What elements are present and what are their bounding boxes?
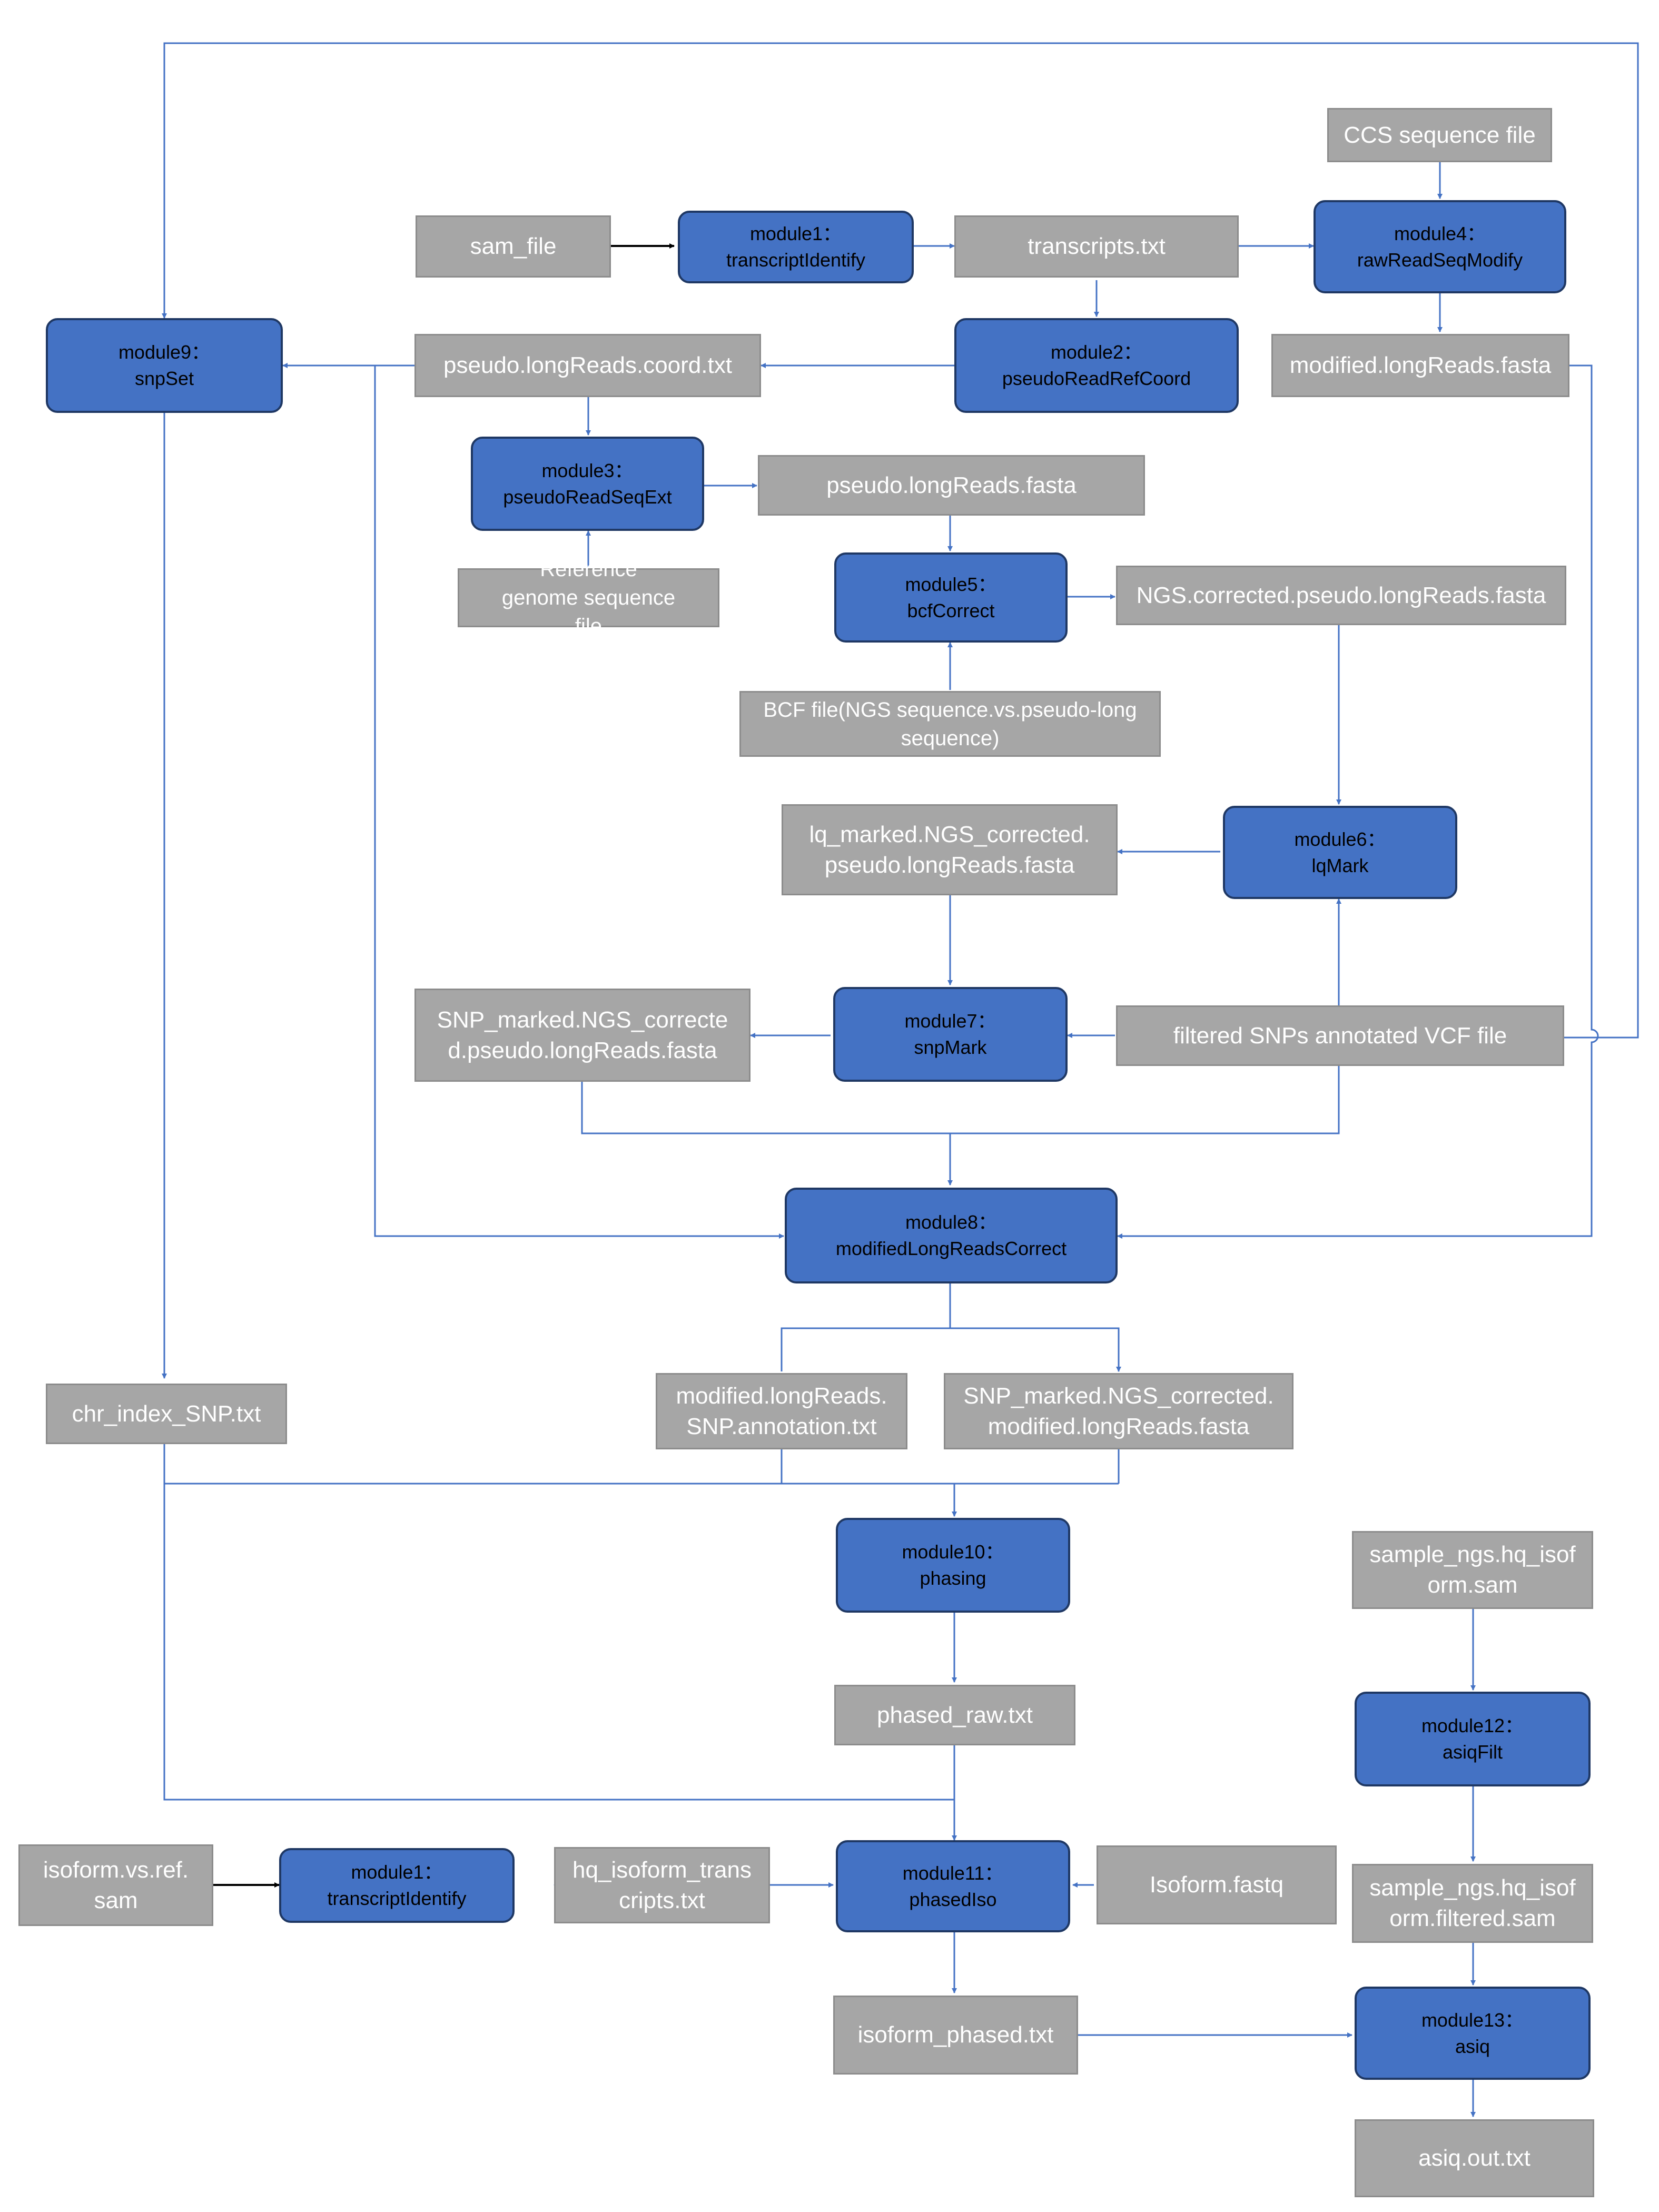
file-isoform-vs-ref: isoform.vs.ref. sam (18, 1844, 213, 1926)
module4-function: rawReadSeqModify (1357, 249, 1523, 271)
module12-box: module12： asiqFilt (1355, 1692, 1591, 1786)
file-reference-genome: Reference genome sequence file (458, 558, 719, 638)
file-modified-fasta: modified.longReads.fasta (1271, 334, 1569, 397)
file-lq-marked: lq_marked.NGS_corrected. pseudo.longRead… (782, 804, 1118, 895)
module13-function: asiq (1455, 2035, 1490, 2057)
module1b-name: module1： (351, 1861, 443, 1883)
module6-box: module6： lqMark (1223, 806, 1457, 899)
module9-name: module9： (118, 341, 211, 363)
module9-function: snpSet (134, 368, 194, 389)
file-hq-iso-filtered: sample_ngs.hq_isoform.filtered.sam (1352, 1864, 1593, 1943)
module1b-box: module1： transcriptIdentify (279, 1848, 515, 1923)
file-ngs-corrected: NGS.corrected.pseudo.longReads.fasta (1116, 566, 1566, 625)
module9-box: module9： snpSet (46, 318, 283, 413)
file-chr-index-snp: chr_index_SNP.txt (46, 1384, 287, 1444)
module11-function: phasedIso (909, 1888, 997, 1910)
edge-merge-to-module10 (163, 1444, 1120, 1516)
edge-module8-outputs (781, 1283, 1119, 1371)
file-hq-iso-sam: sample_ngs.hq_isoform.sam (1352, 1531, 1593, 1609)
file-filtered-vcf: filtered SNPs annotated VCF file (1116, 1005, 1564, 1066)
file-hq-isoform-transcripts: hq_isoform_transcripts.txt (554, 1847, 770, 1923)
file-transcripts: transcripts.txt (954, 215, 1239, 278)
file-snp-marked-modified: SNP_marked.NGS_corrected. modified.longR… (944, 1373, 1293, 1449)
file-snp-annotation: modified.longReads. SNP.annotation.txt (656, 1373, 907, 1449)
module2-name: module2： (1050, 341, 1143, 363)
module6-name: module6： (1294, 828, 1386, 850)
module12-function: asiqFilt (1442, 1741, 1503, 1763)
file-asiq-out: asiq.out.txt (1355, 2119, 1594, 2197)
module3-function: pseudoReadSeqExt (503, 486, 672, 508)
module4-box: module4： rawReadSeqModify (1314, 200, 1566, 293)
file-pseudo-coord: pseudo.longReads.coord.txt (414, 334, 761, 397)
module12-name: module12： (1421, 1715, 1524, 1736)
edge-coord-module8 (374, 366, 784, 1239)
module2-box: module2： pseudoReadRefCoord (954, 318, 1239, 413)
file-snp-marked-pseudo: SNP_marked.NGS_corrected.pseudo.longRead… (414, 989, 750, 1082)
module10-name: module10： (902, 1541, 1004, 1563)
module8-name: module8： (905, 1211, 998, 1233)
edge-vcf-to-module9 (162, 42, 1639, 1039)
module1-function: transcriptIdentify (726, 249, 866, 271)
file-sam: sam_file (416, 215, 611, 278)
module7-function: snpMark (914, 1036, 987, 1058)
module5-name: module5： (905, 573, 997, 595)
module13-box: module13： asiq (1355, 1987, 1591, 2080)
module10-box: module10： phasing (836, 1518, 1070, 1613)
file-isoform-phased: isoform_phased.txt (833, 1996, 1078, 2075)
module3-box: module3： pseudoReadSeqExt (471, 437, 704, 531)
edge-modified-module8 (1117, 364, 1599, 1239)
module5-function: bcfCorrect (907, 599, 995, 621)
module8-box: module8： modifiedLongReadsCorrect (785, 1188, 1118, 1283)
module10-function: phasing (920, 1567, 986, 1589)
module1-box: module1： transcriptIdentify (678, 211, 914, 283)
module8-function: modifiedLongReadsCorrect (835, 1238, 1067, 1259)
file-isoform-fastq: Isoform.fastq (1097, 1845, 1337, 1924)
module7-name: module7： (904, 1010, 996, 1032)
module4-name: module4： (1394, 222, 1486, 244)
module7-box: module7： snpMark (833, 987, 1068, 1082)
file-phased-raw: phased_raw.txt (834, 1685, 1075, 1745)
module1-name: module1： (749, 223, 842, 244)
edge-merge-to-module8 (581, 1066, 1340, 1185)
edge-chr-module11 (163, 1484, 954, 1801)
module11-box: module11： phasedIso (836, 1840, 1070, 1932)
module11-name: module11： (902, 1862, 1004, 1884)
file-ccs-sequence: CCS sequence file (1327, 108, 1552, 162)
module5-box: module5： bcfCorrect (834, 552, 1068, 643)
module13-name: module13： (1421, 2009, 1524, 2031)
module1b-function: transcriptIdentify (327, 1888, 467, 1909)
file-pseudo-fasta: pseudo.longReads.fasta (758, 455, 1145, 516)
module2-function: pseudoReadRefCoord (1002, 368, 1191, 389)
module6-function: lqMark (1311, 854, 1369, 876)
file-bcf: BCF file(NGS sequence.vs.pseudo-long seq… (739, 691, 1161, 757)
module3-name: module3： (541, 459, 634, 481)
